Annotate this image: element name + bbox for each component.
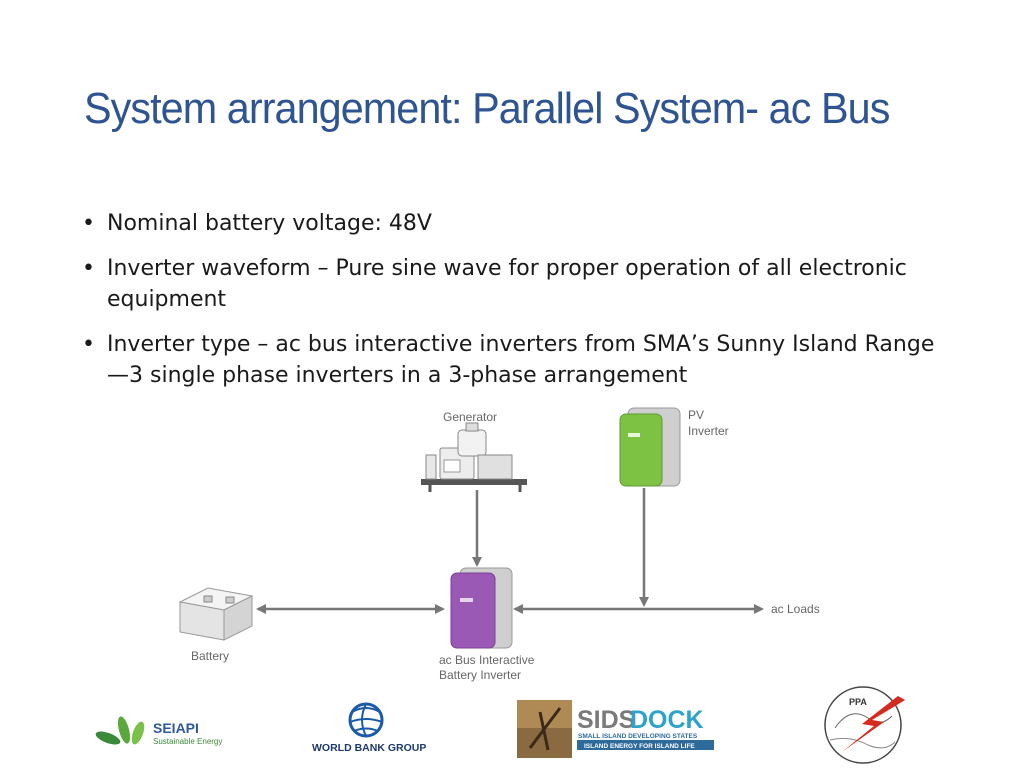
seiapi-name: SEIAPI [153, 720, 199, 736]
slide-title: System arrangement: Parallel System- ac … [84, 84, 890, 133]
seiapi-tagline: Sustainable Energy [153, 737, 222, 746]
bullet-item: • Inverter waveform – Pure sine wave for … [82, 253, 942, 315]
bullet-list: • Nominal battery voltage: 48V • Inverter … [82, 208, 942, 405]
leaf-icon [131, 721, 145, 745]
globe-icon [348, 702, 384, 738]
bus-inverter-label-line1: ac Bus Interactive [439, 653, 535, 667]
seiapi-logo: SEIAPI Sustainable Energy [95, 716, 222, 746]
sidsdock-subtitle: SMALL ISLAND DEVELOPING STATES [578, 733, 698, 740]
bullet-text: Inverter waveform – Pure sine wave for p… [107, 256, 907, 312]
world-bank-name: WORLD BANK GROUP [312, 742, 426, 754]
pv-label-line1: PV [688, 408, 704, 422]
battery-label: Battery [191, 649, 229, 663]
sidsdock-logo: SIDS DOCK SMALL ISLAND DEVELOPING STATES… [517, 700, 714, 758]
connection-lines [256, 488, 764, 614]
world-bank-logo: WORLD BANK GROUP [312, 702, 426, 754]
bullet-dot: • [82, 256, 95, 281]
sidsdock-tagline: ISLAND ENERGY FOR ISLAND LIFE [584, 743, 695, 750]
battery-inverter-icon [450, 567, 513, 649]
pv-label-line2: Inverter [688, 424, 729, 438]
bullet-text: Inverter type – ac bus interactive inver… [107, 332, 935, 388]
bus-inverter-label-line2: Battery Inverter [439, 668, 521, 682]
generator-icon [421, 422, 527, 492]
loads-label: ac Loads [771, 602, 820, 616]
lightning-icon [842, 696, 905, 752]
ppa-name: PPA [849, 697, 867, 707]
bullet-dot: • [82, 332, 95, 357]
generator-label: Generator [443, 410, 497, 424]
ppa-logo: PPA [824, 686, 905, 764]
bullet-item: • Nominal battery voltage: 48V [82, 208, 942, 239]
bullet-item: • Inverter type – ac bus interactive inve… [82, 329, 942, 391]
bullet-dot: • [82, 211, 95, 236]
battery-icon [178, 587, 254, 641]
bullet-text: Nominal battery voltage: 48V [107, 211, 432, 236]
sidsdock-dock: DOCK [630, 706, 704, 734]
leaf-icon [117, 716, 131, 744]
leaf-icon [95, 731, 121, 745]
sidsdock-sids: SIDS [577, 706, 635, 734]
pv-inverter-icon [619, 407, 681, 487]
